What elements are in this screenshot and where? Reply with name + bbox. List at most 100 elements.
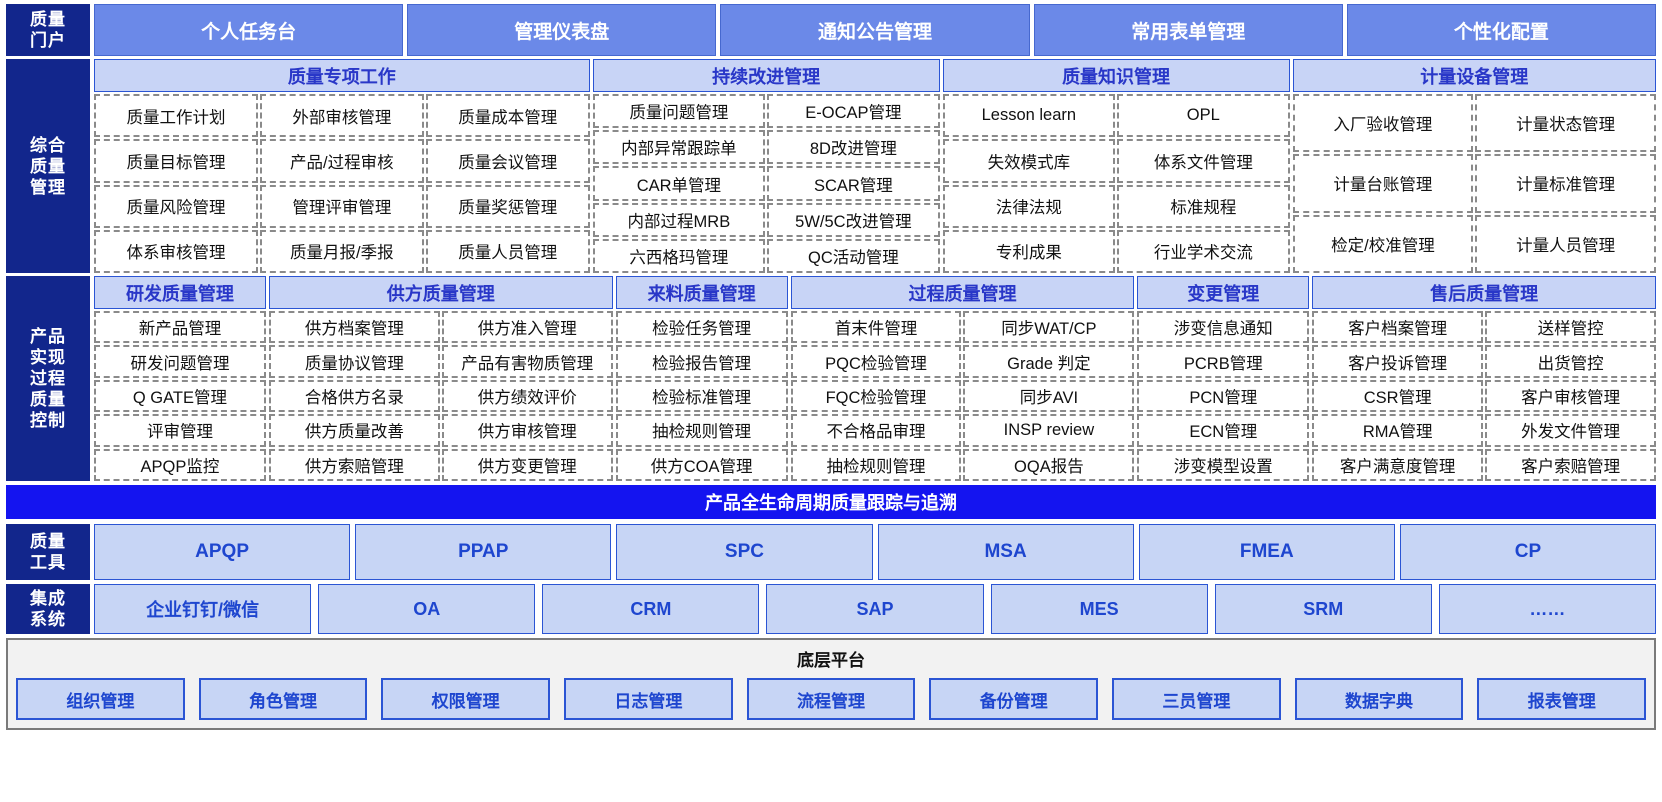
- module-cell[interactable]: 检验任务管理: [615, 311, 788, 344]
- product-group-title[interactable]: 研发质量管理: [94, 276, 266, 309]
- module-cell[interactable]: Q GATE管理: [94, 379, 266, 413]
- module-cell[interactable]: E-OCAP管理: [767, 94, 940, 129]
- integrated-system-item[interactable]: CRM: [542, 584, 760, 634]
- module-cell[interactable]: Grade 判定: [963, 345, 1135, 378]
- module-cell[interactable]: 质量协议管理: [268, 345, 440, 378]
- platform-item[interactable]: 三员管理: [1112, 678, 1281, 720]
- module-cell[interactable]: PQC检验管理: [790, 345, 962, 378]
- product-group-title[interactable]: 来料质量管理: [615, 276, 788, 309]
- module-cell[interactable]: 质量问题管理: [592, 94, 766, 129]
- module-cell[interactable]: 管理评审管理: [259, 184, 424, 228]
- integrated-system-item[interactable]: 企业钉钉/微信: [94, 584, 312, 634]
- module-cell[interactable]: OPL: [1117, 94, 1290, 138]
- module-cell[interactable]: 外部审核管理: [259, 94, 424, 138]
- module-cell[interactable]: 质量奖惩管理: [425, 184, 590, 228]
- module-cell[interactable]: PCRB管理: [1137, 345, 1310, 378]
- module-cell[interactable]: 5W/5C改进管理: [767, 202, 940, 237]
- module-cell[interactable]: 涉变模型设置: [1137, 448, 1310, 482]
- module-cell[interactable]: 供方绩效评价: [441, 379, 613, 413]
- module-cell[interactable]: 法律法规: [942, 184, 1116, 228]
- module-cell[interactable]: 客户满意度管理: [1312, 448, 1484, 482]
- module-cell[interactable]: CSR管理: [1312, 379, 1484, 413]
- module-cell[interactable]: 8D改进管理: [767, 130, 940, 165]
- module-cell[interactable]: 计量状态管理: [1475, 94, 1657, 153]
- module-cell[interactable]: 供方变更管理: [441, 448, 613, 482]
- integrated-system-item[interactable]: OA: [318, 584, 536, 634]
- module-cell[interactable]: 新产品管理: [94, 311, 266, 344]
- module-cell[interactable]: 标准规程: [1117, 184, 1290, 228]
- platform-item[interactable]: 权限管理: [381, 678, 551, 720]
- module-cell[interactable]: 质量月报/季报: [259, 229, 424, 273]
- module-cell[interactable]: 质量成本管理: [425, 94, 590, 138]
- portal-tab[interactable]: 个人任务台: [94, 4, 404, 56]
- module-cell[interactable]: 质量人员管理: [425, 229, 590, 273]
- module-cell[interactable]: 客户档案管理: [1312, 311, 1484, 344]
- module-cell[interactable]: 评审管理: [94, 414, 266, 447]
- module-cell[interactable]: 体系审核管理: [94, 229, 258, 273]
- module-cell[interactable]: 检定/校准管理: [1292, 214, 1474, 273]
- module-cell[interactable]: 供方准入管理: [441, 311, 613, 344]
- module-cell[interactable]: 不合格品审理: [790, 414, 962, 447]
- quality-tool-item[interactable]: FMEA: [1138, 524, 1395, 580]
- quality-tool-item[interactable]: CP: [1399, 524, 1657, 580]
- module-cell[interactable]: 合格供方名录: [268, 379, 440, 413]
- module-cell[interactable]: 供方索赔管理: [268, 448, 440, 482]
- integrated-system-item[interactable]: ……: [1438, 584, 1656, 634]
- quality-tool-item[interactable]: APQP: [94, 524, 351, 580]
- module-cell[interactable]: 同步AVI: [963, 379, 1135, 413]
- module-cell[interactable]: 涉变信息通知: [1137, 311, 1310, 344]
- module-cell[interactable]: OQA报告: [963, 448, 1135, 482]
- module-cell[interactable]: 检验标准管理: [615, 379, 788, 413]
- module-cell[interactable]: FQC检验管理: [790, 379, 962, 413]
- quality-tool-item[interactable]: PPAP: [355, 524, 612, 580]
- module-cell[interactable]: 计量标准管理: [1475, 154, 1657, 213]
- product-group-title[interactable]: 售后质量管理: [1312, 276, 1657, 309]
- module-cell[interactable]: 计量台账管理: [1292, 154, 1474, 213]
- module-cell[interactable]: 出货管控: [1485, 345, 1657, 378]
- integrated-system-item[interactable]: MES: [990, 584, 1208, 634]
- integrated-system-item[interactable]: SAP: [766, 584, 984, 634]
- portal-tab[interactable]: 常用表单管理: [1033, 4, 1343, 56]
- comprehensive-group-title[interactable]: 持续改进管理: [592, 59, 940, 92]
- module-cell[interactable]: 质量会议管理: [425, 139, 590, 183]
- module-cell[interactable]: 入厂验收管理: [1292, 94, 1474, 153]
- product-group-title[interactable]: 变更管理: [1137, 276, 1310, 309]
- module-cell[interactable]: 供方质量改善: [268, 414, 440, 447]
- module-cell[interactable]: 行业学术交流: [1117, 229, 1290, 273]
- comprehensive-group-title[interactable]: 计量设备管理: [1292, 59, 1657, 92]
- module-cell[interactable]: 产品有害物质管理: [441, 345, 613, 378]
- module-cell[interactable]: 内部异常跟踪单: [592, 130, 766, 165]
- module-cell[interactable]: 内部过程MRB: [592, 202, 766, 237]
- module-cell[interactable]: SCAR管理: [767, 166, 940, 201]
- module-cell[interactable]: 研发问题管理: [94, 345, 266, 378]
- module-cell[interactable]: 同步WAT/CP: [963, 311, 1135, 344]
- module-cell[interactable]: 抽检规则管理: [615, 414, 788, 447]
- module-cell[interactable]: 首末件管理: [790, 311, 962, 344]
- platform-item[interactable]: 备份管理: [929, 678, 1099, 720]
- module-cell[interactable]: 体系文件管理: [1117, 139, 1290, 183]
- module-cell[interactable]: 检验报告管理: [615, 345, 788, 378]
- module-cell[interactable]: 计量人员管理: [1475, 214, 1657, 273]
- module-cell[interactable]: Lesson learn: [942, 94, 1116, 138]
- module-cell[interactable]: 客户审核管理: [1485, 379, 1657, 413]
- portal-tab[interactable]: 通知公告管理: [720, 4, 1030, 56]
- module-cell[interactable]: 供方审核管理: [441, 414, 613, 447]
- platform-item[interactable]: 数据字典: [1294, 678, 1464, 720]
- module-cell[interactable]: 供方档案管理: [268, 311, 440, 344]
- module-cell[interactable]: CAR单管理: [592, 166, 766, 201]
- comprehensive-group-title[interactable]: 质量知识管理: [942, 59, 1290, 92]
- module-cell[interactable]: INSP review: [963, 414, 1135, 447]
- module-cell[interactable]: 质量工作计划: [94, 94, 258, 138]
- module-cell[interactable]: 质量风险管理: [94, 184, 258, 228]
- product-group-title[interactable]: 过程质量管理: [790, 276, 1135, 309]
- module-cell[interactable]: ECN管理: [1137, 414, 1310, 447]
- portal-tab[interactable]: 个性化配置: [1346, 4, 1657, 56]
- module-cell[interactable]: APQP监控: [94, 448, 266, 482]
- comprehensive-group-title[interactable]: 质量专项工作: [94, 59, 590, 92]
- module-cell[interactable]: 供方COA管理: [615, 448, 788, 482]
- module-cell[interactable]: 外发文件管理: [1485, 414, 1657, 447]
- platform-item[interactable]: 日志管理: [564, 678, 733, 720]
- portal-tab[interactable]: 管理仪表盘: [407, 4, 717, 56]
- platform-item[interactable]: 角色管理: [198, 678, 368, 720]
- module-cell[interactable]: 客户投诉管理: [1312, 345, 1484, 378]
